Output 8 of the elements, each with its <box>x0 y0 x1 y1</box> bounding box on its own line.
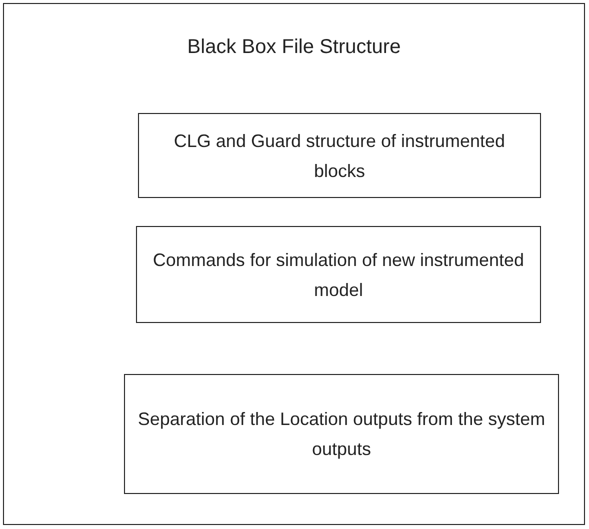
process-box <box>124 374 559 494</box>
box-text: Separation of the Location outputs from the system outputs <box>137 408 546 461</box>
process-box <box>136 226 541 323</box>
process-box <box>138 113 541 198</box>
box-text: Commands for simulation of new instrumented model <box>152 248 526 302</box>
container-title: Black Box File Structure <box>187 35 401 60</box>
container-box <box>3 3 585 525</box>
box-text: CLG and Guard structure of instrumented blocks <box>172 130 506 182</box>
